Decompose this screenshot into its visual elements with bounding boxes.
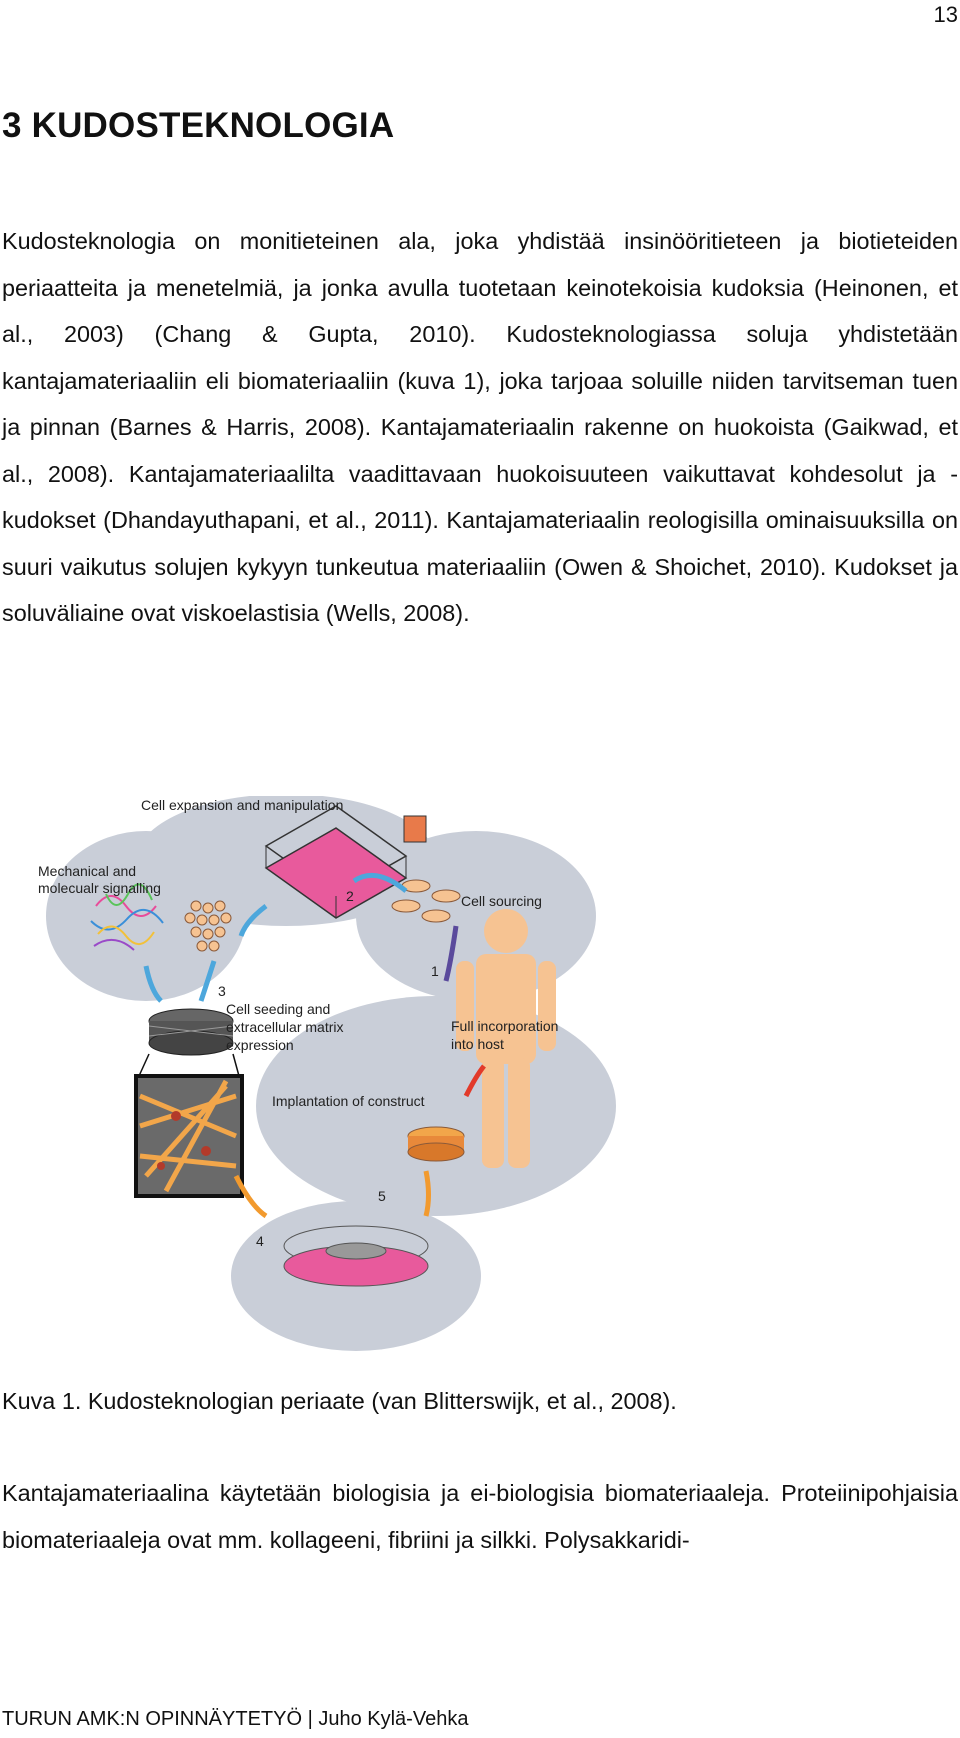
- body-paragraph-1: Kudosteknologia on monitieteinen ala, jo…: [2, 228, 958, 626]
- petri-dish: [283, 1225, 429, 1287]
- bubble-mechanical: [46, 831, 246, 1001]
- label-seeding-3: expression: [226, 1037, 294, 1053]
- matrix-micrograph: [134, 1053, 244, 1198]
- tissue-engineering-figure: Cell expansion and manipulation 2 Mechan…: [38, 796, 616, 1351]
- implant-construct: [407, 1126, 465, 1162]
- body-paragraph-2: Kantajamateriaalina käytetään biologisia…: [2, 1480, 958, 1553]
- label-full-1: Full incorporation: [451, 1018, 558, 1034]
- human-body: [456, 909, 556, 1168]
- label-seeding-1: Cell seeding and: [226, 1001, 330, 1017]
- label-seeding-2: extracellular matrix: [226, 1019, 343, 1035]
- label-full-2: into host: [451, 1036, 504, 1052]
- cell-cluster: [184, 900, 232, 952]
- label-mechanical-1: Mechanical and: [38, 863, 136, 879]
- step-4-label: 4: [256, 1233, 264, 1249]
- figure-caption: Kuva 1. Kudosteknologian periaate (van B…: [2, 1388, 677, 1414]
- bubble-cell-sourcing: [356, 831, 596, 1001]
- chapter-title: 3 KUDOSTEKNOLOGIA: [2, 106, 395, 145]
- label-cell-expansion: Cell expansion and manipulation: [141, 797, 343, 813]
- page-number: 13: [933, 2, 958, 27]
- label-mechanical-2: molecualr signalling: [38, 880, 161, 896]
- step-1-label: 1: [431, 963, 439, 979]
- culture-flask: [264, 805, 427, 919]
- label-implantation: Implantation of construct: [272, 1093, 425, 1109]
- step-3-label: 3: [218, 983, 226, 999]
- step-5-label: 5: [378, 1188, 386, 1204]
- step-2-label: 2: [346, 888, 354, 904]
- page-footer: TURUN AMK:N OPINNÄYTETYÖ | Juho Kylä-Veh…: [2, 1708, 469, 1730]
- scaffold-disc: [148, 1008, 234, 1056]
- signalling-molecules: [90, 883, 164, 951]
- process-arrows: [143, 872, 486, 1219]
- label-cell-sourcing: Cell sourcing: [461, 893, 542, 909]
